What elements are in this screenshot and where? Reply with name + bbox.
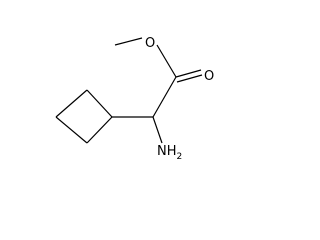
bond-carbonyl-double-1 bbox=[175, 69, 202, 78]
atom-label-amine-subscript: 2 bbox=[177, 152, 183, 162]
bond-carbonyl-alpha-carbon bbox=[152, 76, 177, 118]
bond-ring-1 bbox=[86, 89, 113, 118]
bond-alpha-carbon-amine bbox=[152, 116, 163, 144]
bond-methyl-oxygen bbox=[114, 37, 143, 46]
bond-oxygen-carbonyl-carbon bbox=[156, 44, 177, 78]
bond-carbonyl-double-2 bbox=[176, 74, 203, 83]
chemical-structure-diagram: O O NH2 bbox=[55, 36, 214, 162]
atom-label-ester-oxygen: O bbox=[145, 36, 155, 51]
bond-ring-2 bbox=[55, 89, 88, 118]
bond-ring-4 bbox=[86, 116, 113, 144]
atom-label-amine: NH2 bbox=[157, 144, 182, 162]
atom-label-carbonyl-oxygen: O bbox=[204, 69, 214, 84]
bond-ring-3 bbox=[55, 116, 88, 144]
atom-label-amine-main: NH bbox=[157, 144, 177, 159]
